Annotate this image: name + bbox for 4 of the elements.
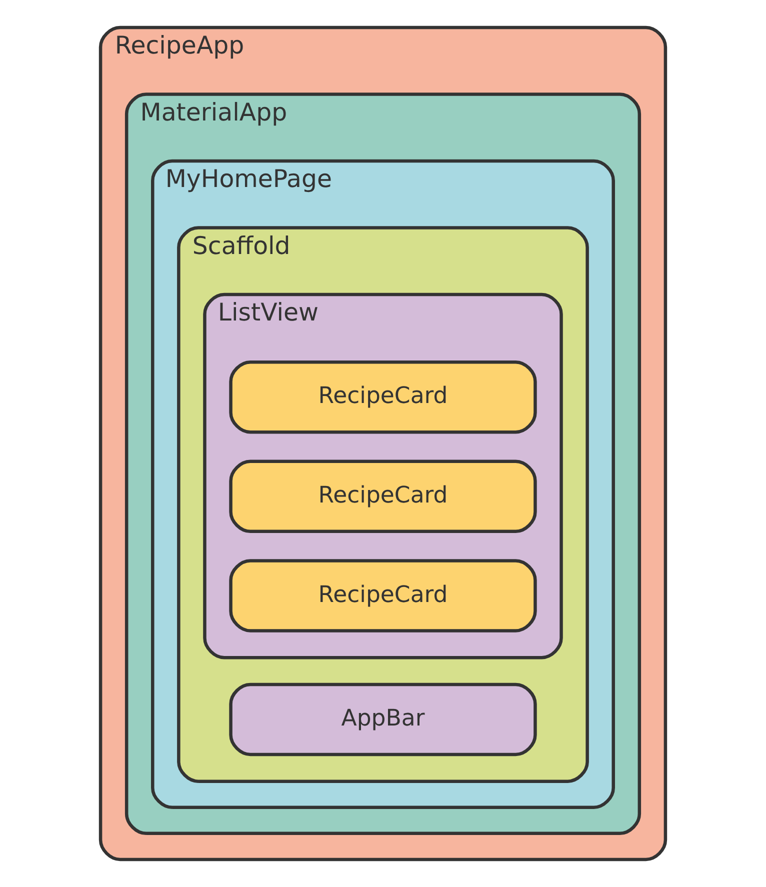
node-box: RecipeCard [229, 360, 537, 434]
node-box: RecipeCard [229, 559, 537, 632]
node-box: AppBar [229, 682, 537, 756]
node-box: RecipeCard [229, 460, 537, 534]
